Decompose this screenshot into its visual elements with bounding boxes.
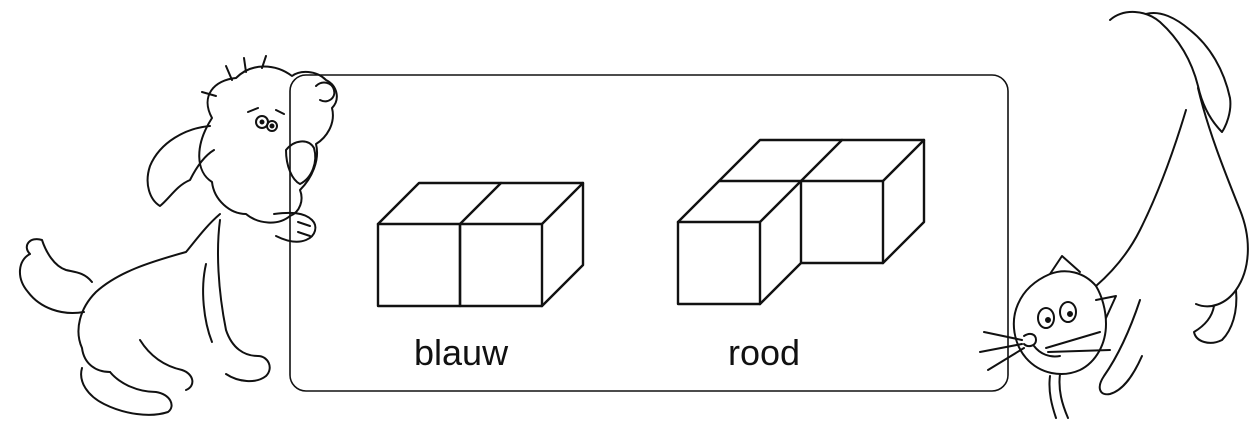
cat-illustration — [979, 11, 1249, 419]
label-rood: rood — [728, 332, 801, 373]
panel-frame — [289, 74, 1009, 392]
rood-block — [676, 138, 926, 306]
blauw-block — [376, 181, 585, 308]
label-blauw: blauw — [414, 332, 509, 373]
dog-illustration — [19, 55, 338, 416]
